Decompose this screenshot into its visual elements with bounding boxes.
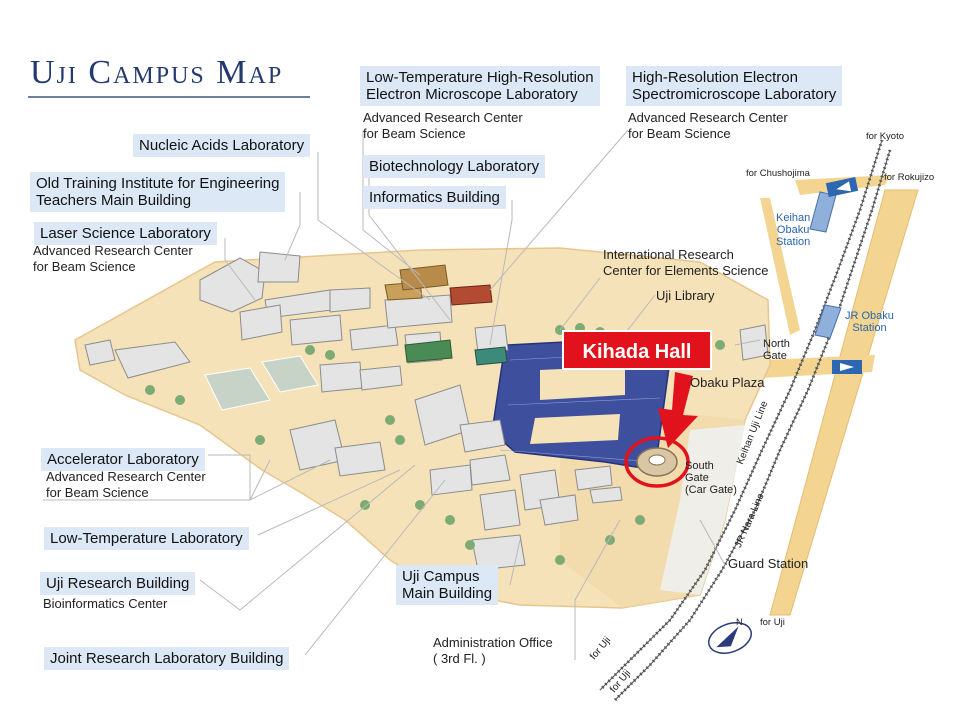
uji-library-label: Uji Library <box>656 288 715 303</box>
keihan-rail-edge <box>599 139 883 691</box>
hr-electron-lab-label: High-Resolution Electron Spectromicrosco… <box>626 66 843 106</box>
main-building-courtyard <box>540 366 625 400</box>
laser-science-lab-sublabel: Advanced Research Center for Beam Scienc… <box>33 243 193 274</box>
for-kyoto-label: for Kyoto <box>866 131 905 142</box>
nucleic-acids-lab-label: Nucleic Acids Laboratory <box>133 134 311 157</box>
for-uji-road-label: for Uji <box>760 617 785 628</box>
laser-science-lab-label: Laser Science Laboratory <box>34 222 217 245</box>
title-underline <box>28 96 310 98</box>
uji-research-building-label: Uji Research Building <box>40 572 196 595</box>
low-temp-hr-lab-label: Low-Temperature High-Resolution Electron… <box>360 66 600 106</box>
kihada-pointer-arrow <box>658 372 698 448</box>
kihada-hall-highlight-ring <box>624 436 690 488</box>
south-gate-label: South Gate (Car Gate) <box>685 460 737 496</box>
jr-obaku-station-label: JR Obaku Station <box>845 310 894 334</box>
main-road-east <box>769 189 919 616</box>
hr-electron-lab-building <box>449 284 493 306</box>
jr-rail-edge <box>614 149 891 701</box>
tennis-court-2 <box>261 355 319 393</box>
campus-buildings <box>84 251 769 571</box>
hr-electron-lab-sublabel: Advanced Research Center for Beam Scienc… <box>628 110 788 141</box>
leader-lines <box>43 129 761 660</box>
for-rokujizo-label: for Rokujizo <box>884 172 935 183</box>
compass-north-label: N <box>736 617 743 627</box>
joint-research-lab-label: Joint Research Laboratory Building <box>44 647 290 670</box>
north-gate-label: North Gate <box>763 338 790 362</box>
kihada-hall-label: Kihada Hall <box>562 330 712 370</box>
tennis-court-1 <box>204 367 271 411</box>
keihan-obaku-station-label: Keihan Obaku Station <box>776 212 811 248</box>
accelerator-lab-sublabel: Advanced Research Center for Beam Scienc… <box>46 469 206 500</box>
east-concourse <box>660 425 745 595</box>
uji-research-building-sublabel: Bioinformatics Center <box>43 596 168 611</box>
teal-roof-building <box>474 346 508 366</box>
low-temp-hr-lab-sublabel: Advanced Research Center for Beam Scienc… <box>363 110 523 141</box>
jr-station-platform <box>814 304 842 339</box>
biotech-lab-label: Biotechnology Laboratory <box>363 155 546 178</box>
main-building-label: Uji Campus Main Building <box>396 565 499 605</box>
obaku-plaza-label: Obaku Plaza <box>690 375 765 390</box>
for-chushojima-label: for Chushojima <box>746 168 810 179</box>
old-training-institute-label: Old Training Institute for Engineering T… <box>30 172 286 212</box>
accelerator-lab-label: Accelerator Laboratory <box>41 448 205 471</box>
informatics-building-label: Informatics Building <box>363 186 506 209</box>
road-north-west <box>760 198 800 335</box>
compass-rose <box>708 622 752 654</box>
admin-office-label: Administration Office ( 3rd Fl. ) <box>433 635 553 666</box>
map-title: Uji Campus Map <box>30 54 284 91</box>
keihan-station-platform <box>809 191 837 233</box>
guard-station-label: Guard Station <box>728 556 809 571</box>
green-roof-building <box>404 339 453 363</box>
intl-research-center-label: International Research Center for Elemen… <box>603 247 769 278</box>
low-temp-lab-label: Low-Temperature Laboratory <box>44 527 249 550</box>
main-building-courtyard-2 <box>530 414 620 444</box>
